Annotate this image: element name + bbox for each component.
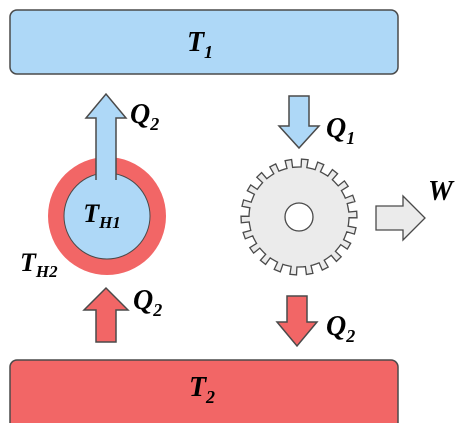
q1-down-arrow [277, 95, 321, 150]
q2-up-arrow-bottom [82, 286, 130, 343]
work-label: W [428, 176, 455, 207]
hot-reservoir [9, 359, 399, 423]
q2-top-label: Q2 [130, 99, 159, 134]
q2-down-arrow [275, 295, 319, 348]
q1-label: Q1 [326, 113, 355, 148]
q2-bottom-left-label: Q2 [133, 285, 162, 320]
work-arrow [375, 194, 426, 242]
q2-bottom-right-label: Q2 [326, 311, 355, 346]
hot-reservoir-label: T2 [189, 372, 215, 407]
heat-pump-outer-label: TH2 [20, 248, 58, 281]
gear-hub [284, 202, 314, 232]
cold-reservoir-label: T1 [187, 27, 213, 62]
cold-reservoir [9, 9, 399, 75]
heat-pump-inner-label: TH1 [83, 199, 121, 232]
q2-up-arrow-top [84, 92, 128, 180]
